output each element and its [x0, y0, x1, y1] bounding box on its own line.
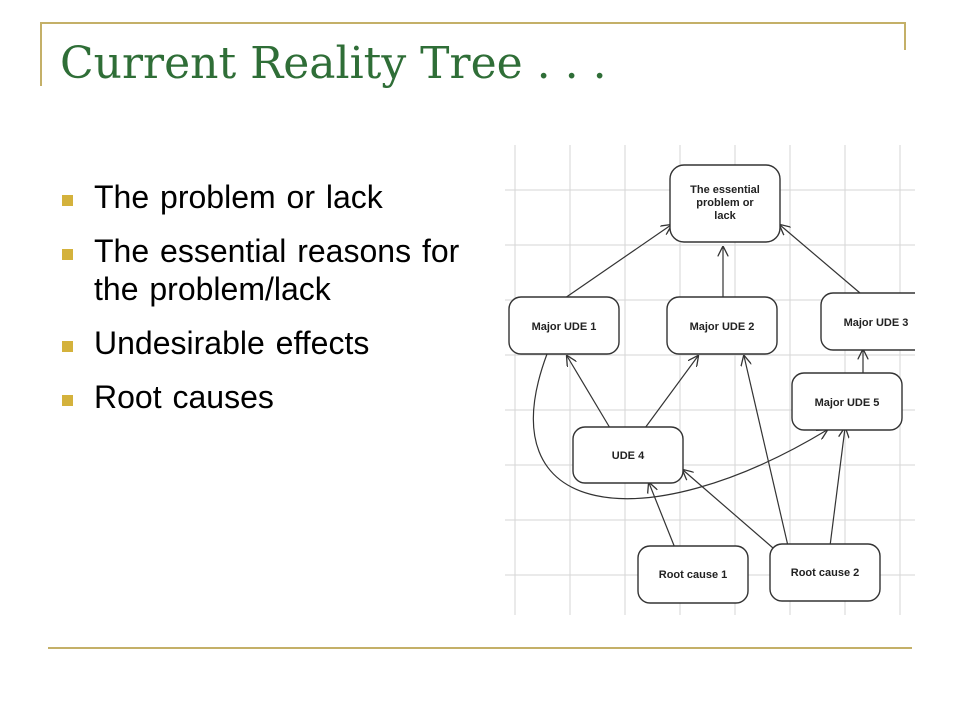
arrow-root2-to-ude4	[683, 470, 774, 549]
node-ude5-label: Major UDE 5	[815, 397, 880, 409]
arrow-ude4-to-ude1	[567, 356, 611, 429]
arrow-ude4-to-ude2	[644, 356, 698, 429]
arrow-ude1-to-ude5-curve	[532, 353, 827, 500]
bullet-item: Undesirable effects	[58, 324, 488, 362]
node-root-cause-1	[637, 545, 749, 604]
node-essential-label-line-1: The essential	[690, 184, 760, 196]
node-major-ude-3	[820, 292, 915, 351]
node-major-ude-2	[666, 296, 778, 355]
node-essential-label-line-3: lack	[714, 210, 736, 222]
node-ude3-label: Major UDE 3	[844, 317, 909, 329]
slide-title: Current Reality Tree . . .	[60, 38, 607, 89]
frame-right-line	[904, 22, 906, 50]
bullet-item: Root causes	[58, 378, 488, 416]
frame-bottom-line	[48, 647, 912, 649]
square-bullet-icon	[62, 395, 73, 406]
frame-left-line	[40, 22, 42, 86]
arrow-root1-to-ude4	[649, 483, 676, 549]
node-ude4-label: UDE 4	[612, 450, 645, 462]
arrow-ude1-to-essential	[564, 225, 671, 299]
arrow-root2-to-ude5	[829, 428, 845, 547]
node-root2-label: Root cause 2	[791, 567, 859, 579]
square-bullet-icon	[62, 249, 73, 260]
diagram-nodes	[508, 164, 915, 604]
node-ude2-label: Major UDE 2	[690, 321, 755, 333]
bullet-text: The essential reasons for the problem/la…	[94, 233, 460, 307]
node-labels: The essential problem or lack Major UDE …	[532, 184, 909, 581]
node-essential-label-line-2: problem or	[696, 197, 754, 209]
node-ude-4	[572, 426, 684, 484]
current-reality-tree-diagram: The essential problem or lack Major UDE …	[505, 145, 915, 615]
node-ude1-label: Major UDE 1	[532, 321, 597, 333]
bullet-item: The problem or lack	[58, 178, 488, 216]
square-bullet-icon	[62, 341, 73, 352]
bullet-text: Root causes	[94, 379, 274, 415]
bullet-list: The problem or lack The essential reason…	[58, 178, 488, 432]
node-essential-problem	[669, 164, 781, 243]
bullet-text: The problem or lack	[94, 179, 383, 215]
bullet-text: Undesirable effects	[94, 325, 370, 361]
square-bullet-icon	[62, 195, 73, 206]
node-major-ude-1	[508, 296, 620, 355]
frame-top-line	[40, 22, 906, 24]
arrow-root2-to-ude2	[744, 356, 789, 547]
bullet-item: The essential reasons for the problem/la…	[58, 232, 488, 308]
node-root-cause-2	[769, 543, 881, 602]
node-major-ude-5	[791, 372, 903, 431]
cause-arrows	[532, 225, 863, 549]
node-root1-label: Root cause 1	[659, 569, 727, 581]
arrow-ude3-to-essential	[780, 225, 861, 294]
